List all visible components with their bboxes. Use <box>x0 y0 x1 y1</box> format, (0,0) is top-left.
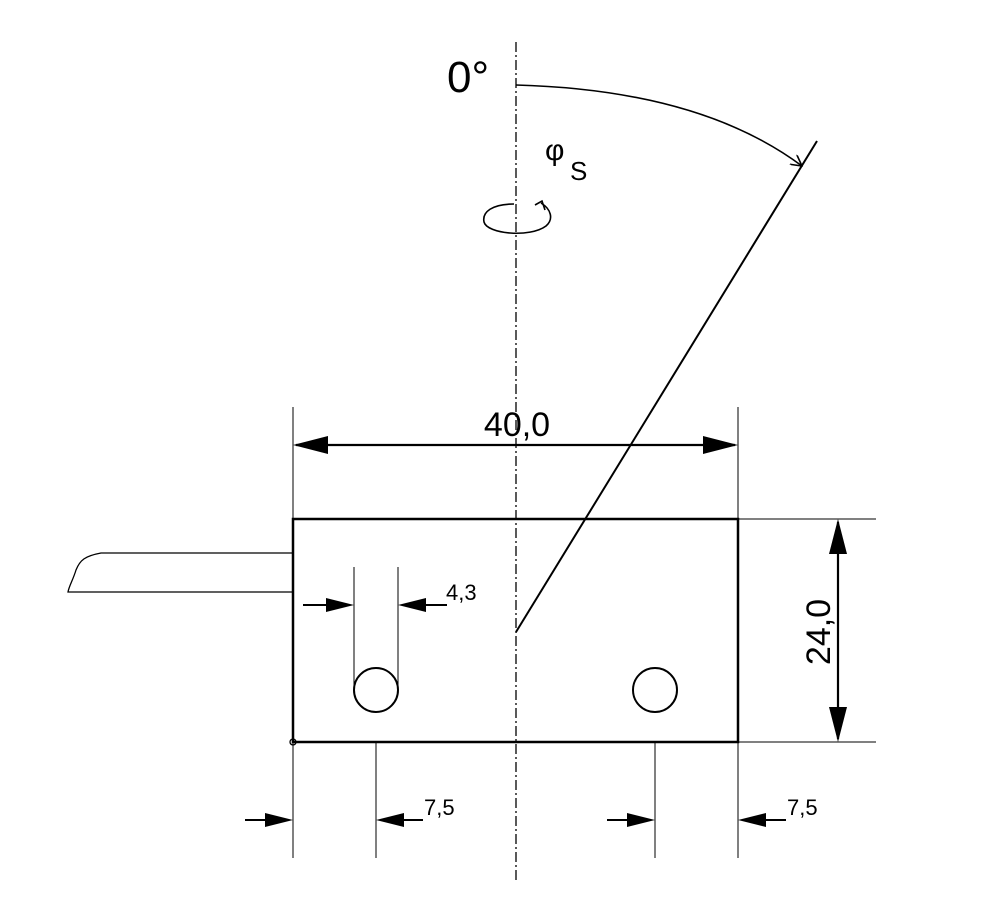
hole-arrow-right <box>398 598 426 612</box>
height-arrow-top <box>829 519 847 554</box>
right-offset-label: 7,5 <box>787 795 818 820</box>
rotation-arrowhead-icon <box>534 199 546 211</box>
zero-degree-label: 0° <box>447 53 489 102</box>
sensor-body <box>291 517 740 744</box>
sensing-angle-line <box>515 140 818 633</box>
hole-diameter-label: 4,3 <box>446 580 477 605</box>
width-arrow-left <box>293 436 328 454</box>
rotation-icon <box>483 202 552 235</box>
mounting-hole-right <box>632 667 678 713</box>
left-offset-arrow-b <box>376 813 404 827</box>
left-offset-arrow-a <box>265 813 293 827</box>
height-arrow-bottom <box>829 707 847 742</box>
width-arrow-right <box>703 436 738 454</box>
right-offset-arrow-a <box>627 813 655 827</box>
height-dimension-label: 24,0 <box>800 599 838 665</box>
angle-arc <box>515 84 802 166</box>
cable <box>67 552 293 593</box>
right-offset-arrow-b <box>738 813 766 827</box>
left-offset-label: 7,5 <box>424 795 455 820</box>
hole-arrow-left <box>326 598 354 612</box>
mounting-hole-left <box>353 667 399 713</box>
width-dimension-label: 40,0 <box>484 406 550 444</box>
angle-subscript-label: S <box>570 156 587 186</box>
angle-symbol-label: φ <box>545 134 564 167</box>
